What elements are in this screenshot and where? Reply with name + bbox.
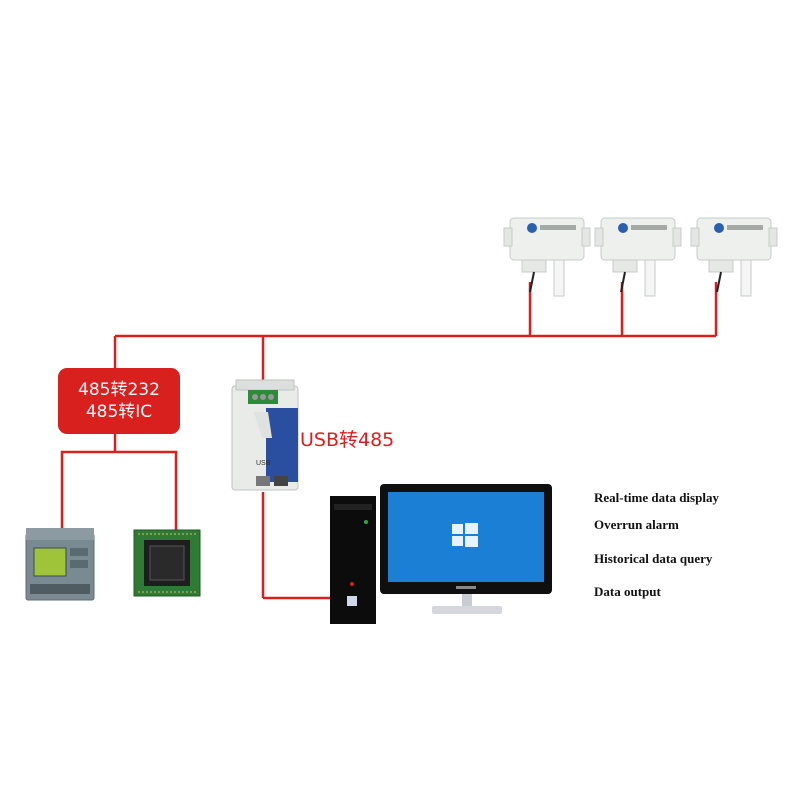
plc-controller-icon: [25, 528, 95, 601]
feature-historical-query: Historical data query: [594, 551, 713, 566]
usb-485-converter-icon: [231, 379, 299, 491]
circuit-board-icon: [133, 529, 201, 597]
desktop-computer-icon: [330, 496, 376, 624]
usb-port-label: USB: [256, 460, 271, 467]
converter-line-2: 485转IC: [85, 402, 153, 422]
feature-realtime-display: Real-time data display: [594, 490, 719, 505]
sensor-transmitter-icon: [503, 217, 778, 297]
converter-line-1: 485转232: [78, 380, 160, 400]
converter-output-branch: [60, 450, 178, 530]
monitor-icon: [380, 484, 552, 614]
feature-data-output: Data output: [594, 584, 661, 599]
feature-overrun-alarm: Overrun alarm: [594, 517, 679, 532]
usb-converter-label: USB转485: [300, 429, 395, 451]
converter-485-232-box: 485转232 485转IC: [58, 368, 180, 434]
